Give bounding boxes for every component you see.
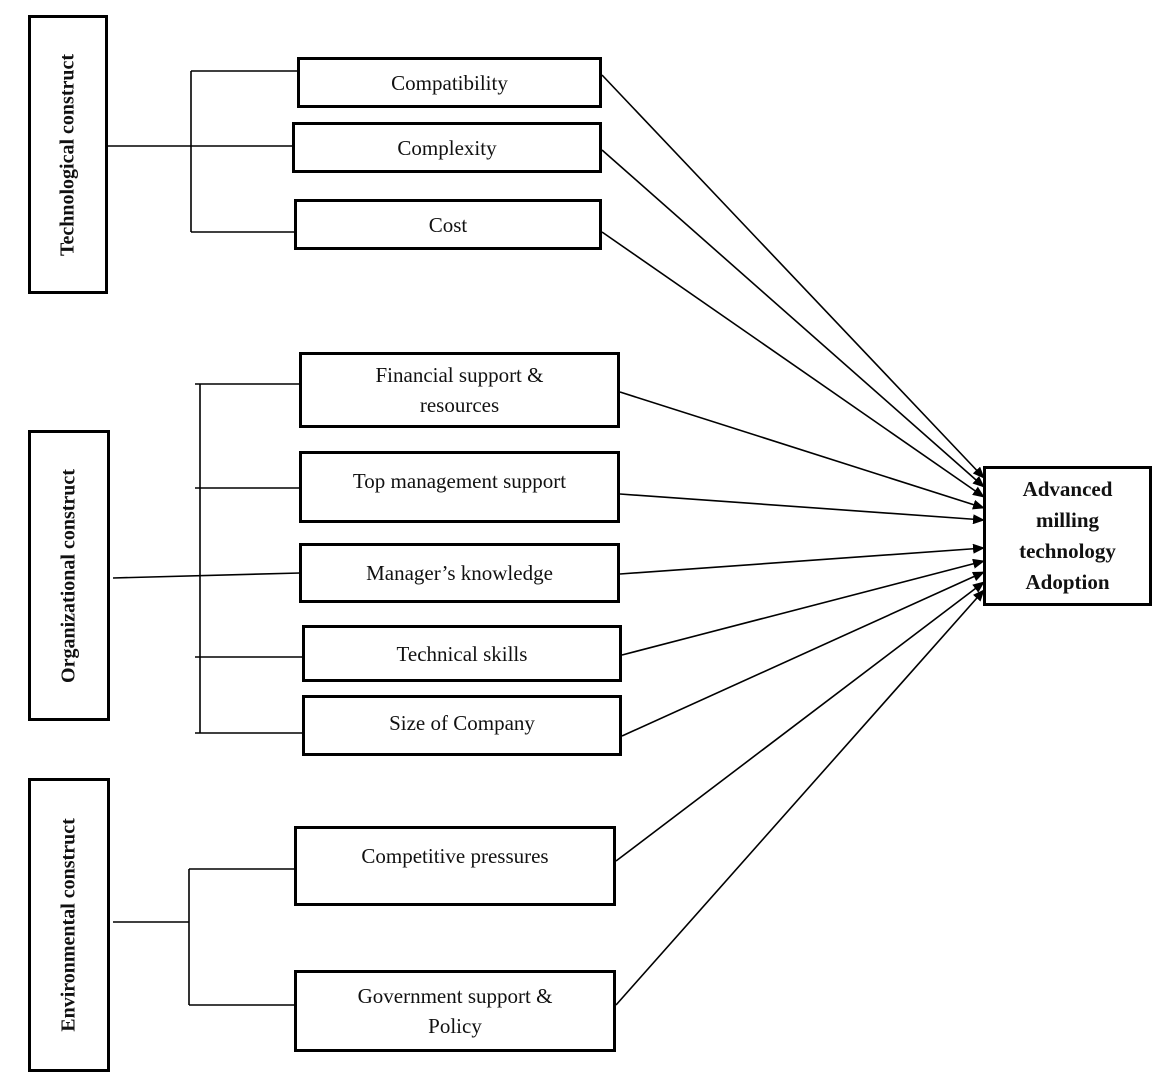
arrow-company-size	[621, 571, 985, 737]
arrow-managers-knowledge	[619, 543, 985, 575]
factor-compatibility: Compatibility	[297, 57, 602, 108]
technological-construct-box: Technological construct	[28, 15, 108, 294]
factor-company-size: Size of Company	[302, 695, 622, 756]
factor-competitive-pressures: Competitive pressures	[294, 826, 616, 906]
arrow-competitive-pressures	[615, 581, 985, 862]
environmental-construct-label: Environmental construct	[57, 818, 80, 1032]
arrow-technical-skills	[621, 558, 985, 656]
factor-government-support: Government support & Policy	[294, 970, 616, 1052]
arrow-government-support	[615, 589, 985, 1006]
organizational-construct-label: Organizational construct	[57, 468, 80, 683]
organizational-bracket	[112, 383, 302, 734]
organizational-construct-box: Organizational construct	[28, 430, 110, 721]
factor-financial-support: Financial support & resources	[299, 352, 620, 428]
arrow-compatibility	[601, 74, 985, 479]
arrow-top-management	[619, 493, 985, 525]
environmental-bracket	[113, 868, 295, 1006]
factor-managers-knowledge: Manager’s knowledge	[299, 543, 620, 603]
arrow-financial-support	[619, 391, 985, 510]
factor-top-management: Top management support	[299, 451, 620, 523]
factor-complexity: Complexity	[292, 122, 602, 173]
technological-construct-label: Technological construct	[56, 53, 79, 256]
arrow-complexity	[601, 149, 985, 488]
environmental-construct-box: Environmental construct	[28, 778, 110, 1072]
outcome-box: Advanced milling technology Adoption	[983, 466, 1152, 606]
factor-cost: Cost	[294, 199, 602, 250]
arrows-to-outcome	[601, 74, 985, 1006]
arrow-cost	[601, 231, 985, 498]
technological-bracket	[108, 70, 298, 233]
factor-technical-skills: Technical skills	[302, 625, 622, 682]
